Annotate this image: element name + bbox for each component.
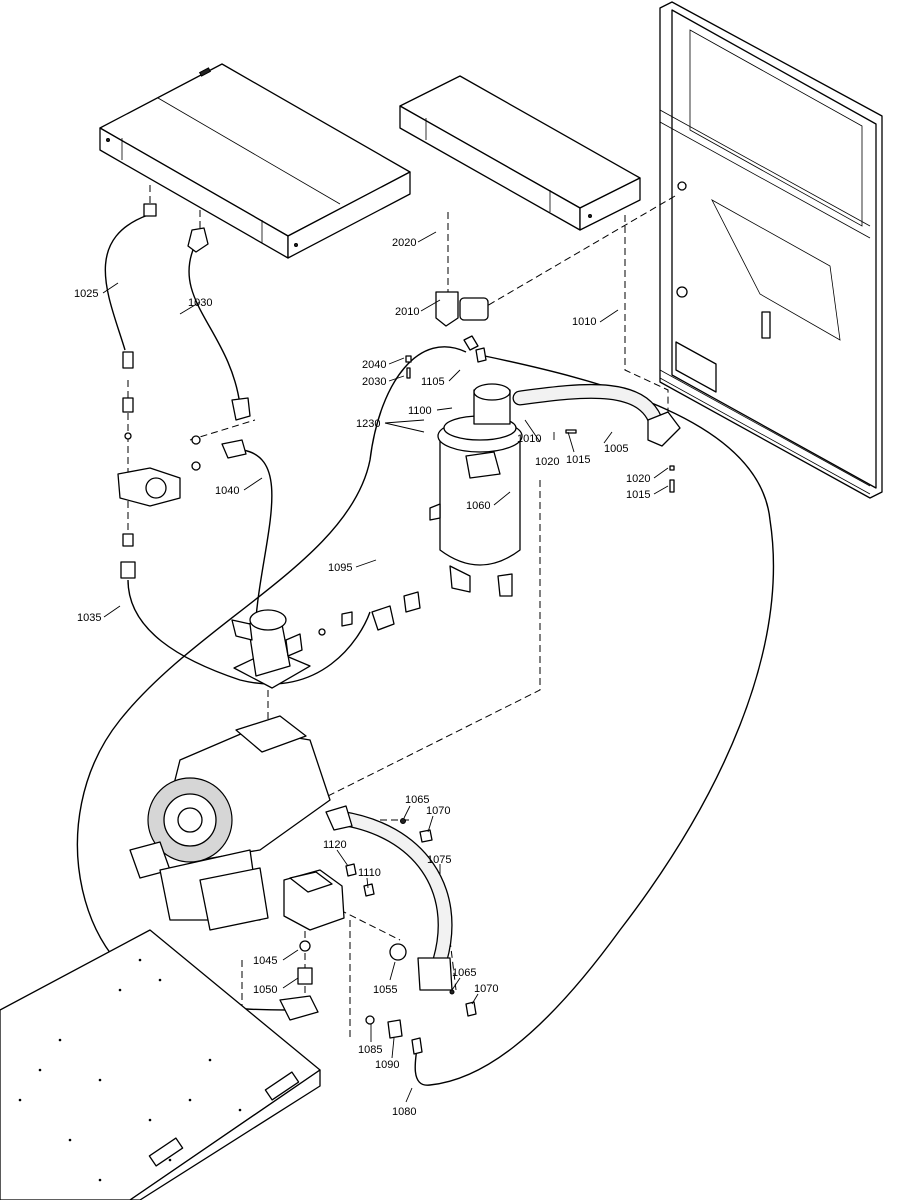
callout-1065-bottom: 1065 [452,967,476,979]
cabinet-side-panel [659,1,883,499]
hose-1025 [104,214,149,351]
callout-1110: 1110 [358,867,381,879]
callout-1015-right: 1015 [626,489,650,501]
thermostatic-valve [117,467,181,507]
callout-2010: 2010 [395,306,419,318]
callout-1075: 1075 [427,854,451,866]
callout-2030: 2030 [362,376,386,388]
compressor-air-end [129,715,331,931]
callout-1050: 1050 [253,984,277,996]
callout-1230: 1230 [356,418,380,430]
callout-1010-mid: 1010 [517,433,541,445]
callout-1120: 1120 [323,839,347,851]
fittings [120,203,675,1055]
callout-1090: 1090 [375,1059,399,1071]
callout-1055: 1055 [373,984,397,996]
callout-1060: 1060 [466,500,490,512]
hose-1040 [242,449,273,641]
callout-1010-top: 1010 [572,316,596,328]
callout-2020: 2020 [392,237,416,249]
callout-2040: 2040 [362,359,386,371]
inlet-valve [231,609,311,689]
hose-1075 [325,805,453,991]
assembly-guide-lines [127,185,676,1095]
callout-1045: 1045 [253,955,277,967]
hose-1005 [512,383,681,447]
hose-1030 [188,244,241,406]
callout-1105: 1105 [421,376,445,388]
callout-1020-mid: 1020 [535,456,559,468]
callout-1100: 1100 [408,405,432,417]
oil-cooler-box [99,63,411,259]
callout-1035: 1035 [77,612,101,624]
callout-labels: 1025 1030 2020 2010 1010 2040 2030 1105 … [74,237,650,1118]
after-cooler-box [399,75,641,231]
callout-1070-top: 1070 [426,805,450,817]
callout-1070-bottom: 1070 [474,983,498,995]
oil-filter-head [283,869,345,931]
base-frame [0,929,321,1200]
callout-1025: 1025 [74,288,98,300]
callout-1030: 1030 [188,297,212,309]
callout-1080: 1080 [392,1106,416,1118]
callout-1015-mid: 1015 [566,454,590,466]
callout-1065-top: 1065 [405,794,429,806]
hose-1035 [127,579,371,685]
callout-1040: 1040 [215,485,239,497]
callout-1095: 1095 [328,562,352,574]
hose-1080 [414,354,775,1086]
oil-separator-tank [429,383,523,597]
callout-1020-right: 1020 [626,473,650,485]
callout-leader-lines [102,231,669,1103]
callout-1085: 1085 [358,1044,382,1056]
callout-1005: 1005 [604,443,628,455]
